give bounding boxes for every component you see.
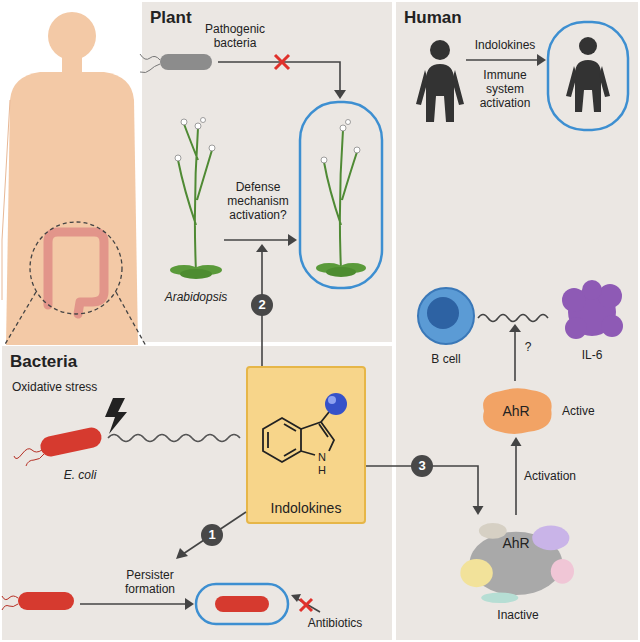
- cell-label: B cell: [416, 352, 476, 366]
- panel-heading: Human: [404, 8, 462, 28]
- release-wave: [108, 435, 240, 442]
- callout-number: 1: [201, 524, 223, 546]
- human-body: [2, 12, 146, 346]
- callout-number: 2: [251, 294, 273, 316]
- state-label: Active: [562, 404, 595, 418]
- stress-label: Oxidative stress: [12, 380, 97, 394]
- drug-label: Antibiotics: [295, 616, 375, 630]
- state-label: Inactive: [483, 608, 553, 622]
- ahr-active: AhR: [476, 385, 556, 437]
- effect-label: Immune system activation: [467, 68, 543, 110]
- node-label: AhR: [502, 535, 529, 551]
- callout-number: 3: [411, 455, 433, 477]
- edge-label: Activation: [524, 469, 576, 483]
- substituent-sphere: [325, 393, 347, 415]
- defense-label: Defense mechanism activation?: [220, 180, 296, 222]
- arabidopsis-plant: [170, 118, 222, 280]
- b-cell: [418, 288, 474, 344]
- atom-label: H: [316, 464, 328, 477]
- il6-protein: [562, 280, 623, 339]
- ecoli-rod: [14, 426, 103, 466]
- ahr-inactive: AhR: [458, 515, 574, 603]
- human-figure: [416, 40, 464, 122]
- process-label: Persister formation: [108, 568, 192, 596]
- pathogen-label: Pathogenic bacteria: [198, 22, 272, 50]
- compound-label: Indolokines: [465, 38, 545, 52]
- persister-arrow: [2, 512, 320, 624]
- connector: [511, 437, 522, 515]
- panel-heading: Bacteria: [10, 352, 77, 372]
- panel-heading: Plant: [150, 8, 192, 28]
- unknown-arrow: [509, 324, 521, 381]
- pathogen-rod: [140, 54, 346, 99]
- species-label: E. coli: [50, 468, 110, 482]
- node-label: Indolokines: [271, 500, 342, 516]
- defense-arrow: [224, 234, 297, 366]
- blob-shape: [458, 515, 574, 603]
- cytokine-label: IL-6: [567, 348, 617, 362]
- immune-arrow: [466, 22, 628, 130]
- secretion-wave: [478, 315, 548, 322]
- healthy-plant-capsule: [300, 102, 382, 288]
- unknown-mark: ?: [521, 340, 535, 354]
- atom-label: N: [316, 451, 328, 464]
- node-label: AhR: [502, 403, 529, 419]
- indolokine-box: Indolokines: [246, 366, 366, 524]
- species-label: Arabidopsis: [154, 290, 238, 304]
- lightning-bolt: [105, 398, 127, 434]
